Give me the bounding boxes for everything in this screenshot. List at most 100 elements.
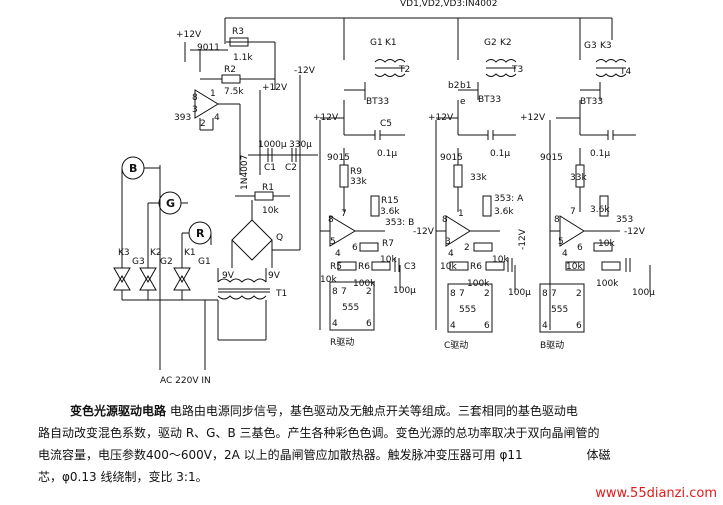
b-timer-pin-8: 8 — [542, 289, 548, 299]
b-channel-ujt: BT33 — [580, 97, 603, 107]
r2-label: R2 — [224, 65, 236, 75]
comp-pin-3: 3 — [192, 105, 198, 115]
b-timer-pin-2: 2 — [576, 289, 582, 299]
comp-pin-1: 1 — [210, 89, 216, 99]
triac-k1-label: K1 — [184, 248, 196, 258]
c-timer-pin-7: 7 — [459, 289, 465, 299]
r3-value: 1.1k — [233, 53, 253, 63]
c-channel-r7-value: 10k — [492, 255, 509, 265]
c-channel-c3-value: 100μ — [508, 288, 531, 298]
caption-text-3-tail: 体磁 — [586, 448, 611, 462]
triac-g1-label: G1 — [198, 257, 211, 267]
transistor-9011-label: 9011 — [197, 43, 220, 53]
r-channel-r15: R15 — [381, 196, 399, 206]
c2-value: 330μ — [289, 140, 312, 150]
b-channel-r7-value: 10k — [598, 239, 615, 249]
r-timer-pin-4: 4 — [332, 319, 338, 329]
comp-pin-2: 2 — [200, 119, 206, 129]
caption-title: 变色光源驱动电路 — [70, 404, 167, 418]
meter-r-letter: R — [196, 227, 205, 240]
r-channel-gate: G1 — [370, 38, 383, 48]
r-channel-r5: R5 — [330, 262, 342, 272]
cap-1000u-value: 1000μ — [258, 140, 287, 150]
c-channel-k: K2 — [500, 38, 512, 48]
b-channel-r15-value: 3.6k — [590, 205, 610, 215]
triac-k2-label: K2 — [150, 248, 162, 258]
r1-value: 10k — [262, 206, 279, 216]
r-channel-r15-value: 3.6k — [380, 207, 400, 217]
voltage-9v-left: 9V — [222, 271, 235, 281]
c-channel-neg-supply: -12V — [518, 228, 528, 250]
r-timer-pin-7: 7 — [341, 287, 347, 297]
r-channel-r5-value: 10k — [320, 275, 337, 285]
b-channel-neg-supply: -12V — [624, 227, 646, 237]
r-ic-pin-7: 7 — [341, 209, 347, 219]
r-channel-c5-value: 0.1μ — [377, 149, 397, 159]
r-channel-r9: R9 — [350, 167, 362, 177]
r-channel-r7-value: 10k — [380, 255, 397, 265]
r-ic-pin-5: 5 — [330, 237, 336, 247]
r-channel-r7: R7 — [382, 239, 394, 249]
r1-label: R1 — [262, 183, 274, 193]
r-timer-pin-2: 2 — [366, 287, 372, 297]
c-channel-gate: G2 — [484, 38, 497, 48]
c-channel-r6-value: 100k — [467, 279, 490, 289]
r-channel-r9-value: 33k — [350, 177, 367, 187]
diode-1n4007-label: 1N4007 — [240, 155, 250, 190]
r-channel-r6-value: 100k — [353, 279, 376, 289]
c-channel-transistor: 9015 — [440, 153, 463, 163]
r-channel-ic: 353: B — [385, 218, 414, 228]
triac-g2-label: G2 — [160, 257, 173, 267]
c-ic-pin-4: 4 — [448, 249, 454, 259]
r-channel-c3-value: 100μ — [393, 286, 416, 296]
bridge-q-label: Q — [276, 233, 283, 243]
r-ic-pin-8: 8 — [328, 215, 334, 225]
b-channel-t4: T4 — [619, 67, 631, 77]
b-channel-c3-value: 100μ — [632, 288, 655, 298]
c-channel-b1: b1 — [460, 81, 471, 91]
b-ic-pin-6: 6 — [577, 243, 583, 253]
b-channel-c-value: 0.1μ — [590, 149, 610, 159]
r-channel-supply: +12V — [313, 113, 339, 123]
c-timer-label: 555 — [459, 305, 476, 315]
b-ic-pin-7: 7 — [570, 207, 576, 217]
comp-pin-4: 4 — [214, 113, 220, 123]
r2-value: 7.5k — [224, 87, 244, 97]
caption-line-2: 路自动改变混色系数，驱动 R、G、B 三基色。产生各种彩色色调。变色光源的总功率… — [38, 426, 600, 440]
c-channel-r5-value: 10k — [440, 262, 457, 272]
meter-b-letter: B — [129, 162, 137, 175]
meter-g-letter: G — [166, 197, 175, 210]
c-channel-r15-value: 3.6k — [494, 207, 514, 217]
b-ic-pin-4: 4 — [562, 249, 568, 259]
c2-label: C2 — [285, 163, 297, 173]
c-channel-r-value: 33k — [470, 173, 487, 183]
r-channel-neg-supply: -12V — [413, 227, 435, 237]
b-timer-label: 555 — [551, 305, 568, 315]
b-channel-k: K3 — [600, 41, 612, 51]
b-channel-supply: +12V — [520, 113, 546, 123]
c-timer-pin-6: 6 — [484, 321, 490, 331]
b-channel-r6-value: 100k — [596, 279, 619, 289]
caption-line-4: 芯，φ0.13 线绕制，变比 3:1。 — [38, 470, 208, 484]
r-channel-ujt: BT33 — [366, 97, 389, 107]
c-channel-ujt: BT33 — [478, 95, 501, 105]
r-ic-pin-4: 4 — [335, 249, 341, 259]
triac-g3-label: G3 — [132, 257, 145, 267]
r-channel-c3: C3 — [404, 262, 416, 272]
c-channel-c-value: 0.1μ — [490, 149, 510, 159]
b-ic-pin-5: 5 — [558, 237, 564, 247]
supply-minus-left: -12V — [294, 66, 316, 76]
r-ic-pin-6: 6 — [352, 243, 358, 253]
ac-input-label: AC 220V IN — [160, 376, 211, 386]
comp-pin-8: 8 — [192, 93, 198, 103]
c-channel-r6: R6 — [470, 262, 482, 272]
r-channel-k: K1 — [385, 38, 397, 48]
triac-k3-label: K3 — [118, 248, 130, 258]
header-fragment: VD1,VD2,VD3:IN4002 — [400, 0, 497, 9]
c-channel-ic: 353: A — [494, 194, 524, 204]
c1-label: C1 — [264, 163, 276, 173]
watermark: www.55dianzi.com — [595, 486, 717, 501]
caption-text-3: 电流容量，电压参数400～600V，2A 以上的晶闸管应加散热器。触发脉冲变压器… — [38, 448, 523, 462]
